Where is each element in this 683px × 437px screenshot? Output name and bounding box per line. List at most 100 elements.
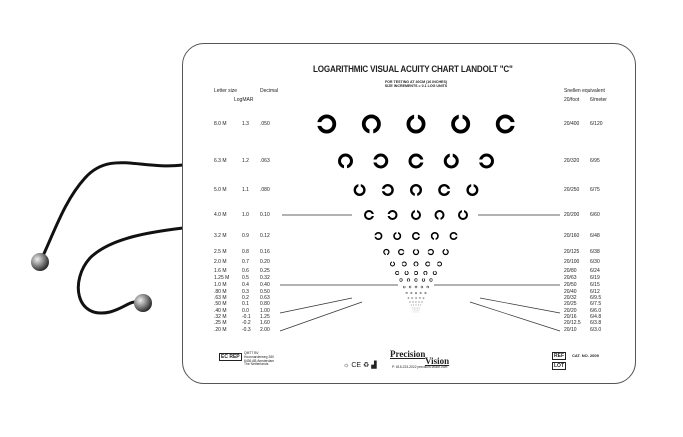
landolt-c xyxy=(423,292,427,295)
row-decimal: 0.32 xyxy=(260,275,270,281)
landolt-c xyxy=(430,232,439,241)
landolt-c xyxy=(414,308,415,311)
landolt-c xyxy=(418,297,421,300)
landolt-c xyxy=(383,248,390,257)
row-feet: 20/160 xyxy=(564,233,580,239)
row-size: .63 M xyxy=(214,295,227,301)
landolt-c xyxy=(412,307,415,309)
landolt-c xyxy=(390,260,395,267)
landolt-c xyxy=(338,153,353,170)
row-meter: 6/120 xyxy=(590,121,603,127)
landolt-c xyxy=(426,248,434,256)
landolt-c xyxy=(419,292,423,295)
landolt-c xyxy=(395,270,401,275)
landolt-c xyxy=(426,285,429,290)
landolt-c xyxy=(418,308,420,311)
row-logmar: 0.8 xyxy=(242,249,249,255)
row-meter: 6/95 xyxy=(590,158,600,164)
row-feet: 20/12.5 xyxy=(564,320,581,326)
row-decimal: .050 xyxy=(260,121,270,127)
guide-line xyxy=(469,301,561,332)
brand-vision: Vision xyxy=(425,356,450,366)
landolt-c xyxy=(411,209,421,220)
row-size: 6.3 M xyxy=(214,158,227,164)
landolt-c xyxy=(410,183,423,197)
landolt-c xyxy=(414,309,417,311)
row-size: 2.0 M xyxy=(214,259,227,265)
row-logmar: -0.3 xyxy=(242,327,251,333)
row-size: 4.0 M xyxy=(214,212,227,218)
regulatory-symbols: ☼ CE ♻ ▟ xyxy=(343,362,377,369)
landolt-c xyxy=(418,307,421,309)
row-meter: 6/30 xyxy=(590,259,600,265)
landolt-c xyxy=(419,285,424,289)
row-feet: 20/63 xyxy=(564,275,577,281)
landolt-c xyxy=(408,153,425,169)
row-size: 1.25 M xyxy=(214,275,230,281)
row-feet: 20/320 xyxy=(564,158,580,164)
row-size: 2.5 M xyxy=(214,249,227,255)
tube-right xyxy=(76,226,184,315)
row-size: .80 M xyxy=(214,289,227,295)
landolt-c xyxy=(372,153,389,169)
row-logmar: -0.2 xyxy=(242,320,251,326)
row-decimal: 0.12 xyxy=(260,233,270,239)
row-decimal: 1.60 xyxy=(260,320,270,326)
row-logmar: 1.3 xyxy=(242,121,249,127)
row-feet: 20/50 xyxy=(564,282,577,288)
brand-precision: Precision xyxy=(390,349,426,359)
landolt-c xyxy=(412,301,414,304)
row-logmar: 0.5 xyxy=(242,275,249,281)
landolt-c xyxy=(316,114,337,134)
landolt-c xyxy=(466,183,479,196)
landolt-c xyxy=(408,285,413,289)
landolt-c xyxy=(495,114,516,134)
landolt-c xyxy=(421,277,426,282)
row-feet: 20/250 xyxy=(564,187,580,193)
landolt-c xyxy=(436,261,442,267)
chart-title: LOGARITHMIC VISUAL ACUITY CHART LANDOLT … xyxy=(313,64,513,75)
row-decimal: 0.20 xyxy=(260,259,270,265)
landolt-c xyxy=(415,304,417,307)
row-meter: 6/4.8 xyxy=(590,314,602,320)
subtitle-line-2: SIZE INCREMENTS = 0.1 LOG UNITS xyxy=(384,84,448,89)
row-meter: 6/19 xyxy=(590,275,600,281)
guide-line xyxy=(279,297,353,314)
landolt-c xyxy=(398,248,406,256)
landolt-c xyxy=(403,284,406,289)
landolt-c xyxy=(353,183,366,196)
row-logmar: 0.3 xyxy=(242,289,249,295)
row-size: .25 M xyxy=(214,320,227,326)
row-decimal: 0.10 xyxy=(260,212,270,218)
landolt-c xyxy=(407,297,411,299)
row-feet: 20/200 xyxy=(564,212,580,218)
landolt-c xyxy=(409,292,413,295)
subtitle-line-1: FOR TESTING AT 40CM (16 INCHES) xyxy=(384,80,448,84)
landolt-c xyxy=(434,210,445,221)
row-decimal: 0.40 xyxy=(260,282,270,288)
earpiece-right xyxy=(134,294,152,312)
row-decimal: 0.80 xyxy=(260,301,270,307)
row-meter: 6/38 xyxy=(590,249,600,255)
landolt-c xyxy=(421,301,424,303)
landolt-c xyxy=(413,261,419,268)
row-size: 1.6 M xyxy=(214,268,227,274)
landolt-c xyxy=(411,232,421,241)
landolt-c xyxy=(415,291,418,295)
guide-line xyxy=(279,301,363,332)
row-meter: 6/60 xyxy=(590,212,600,218)
landolt-c xyxy=(458,209,468,220)
ref-label: REF xyxy=(552,352,566,360)
row-size: .32 M xyxy=(214,314,227,320)
row-decimal: 1.00 xyxy=(260,308,270,314)
row-feet: 20/40 xyxy=(564,289,577,295)
landolt-c xyxy=(404,270,409,275)
catalog-number: CAT. NO. 2009 xyxy=(572,353,599,358)
landolt-c xyxy=(411,307,413,310)
landolt-c xyxy=(410,303,412,306)
row-decimal: 0.63 xyxy=(260,295,270,301)
chart-subtitle: FOR TESTING AT 40CM (16 INCHES) SIZE INC… xyxy=(376,80,456,88)
